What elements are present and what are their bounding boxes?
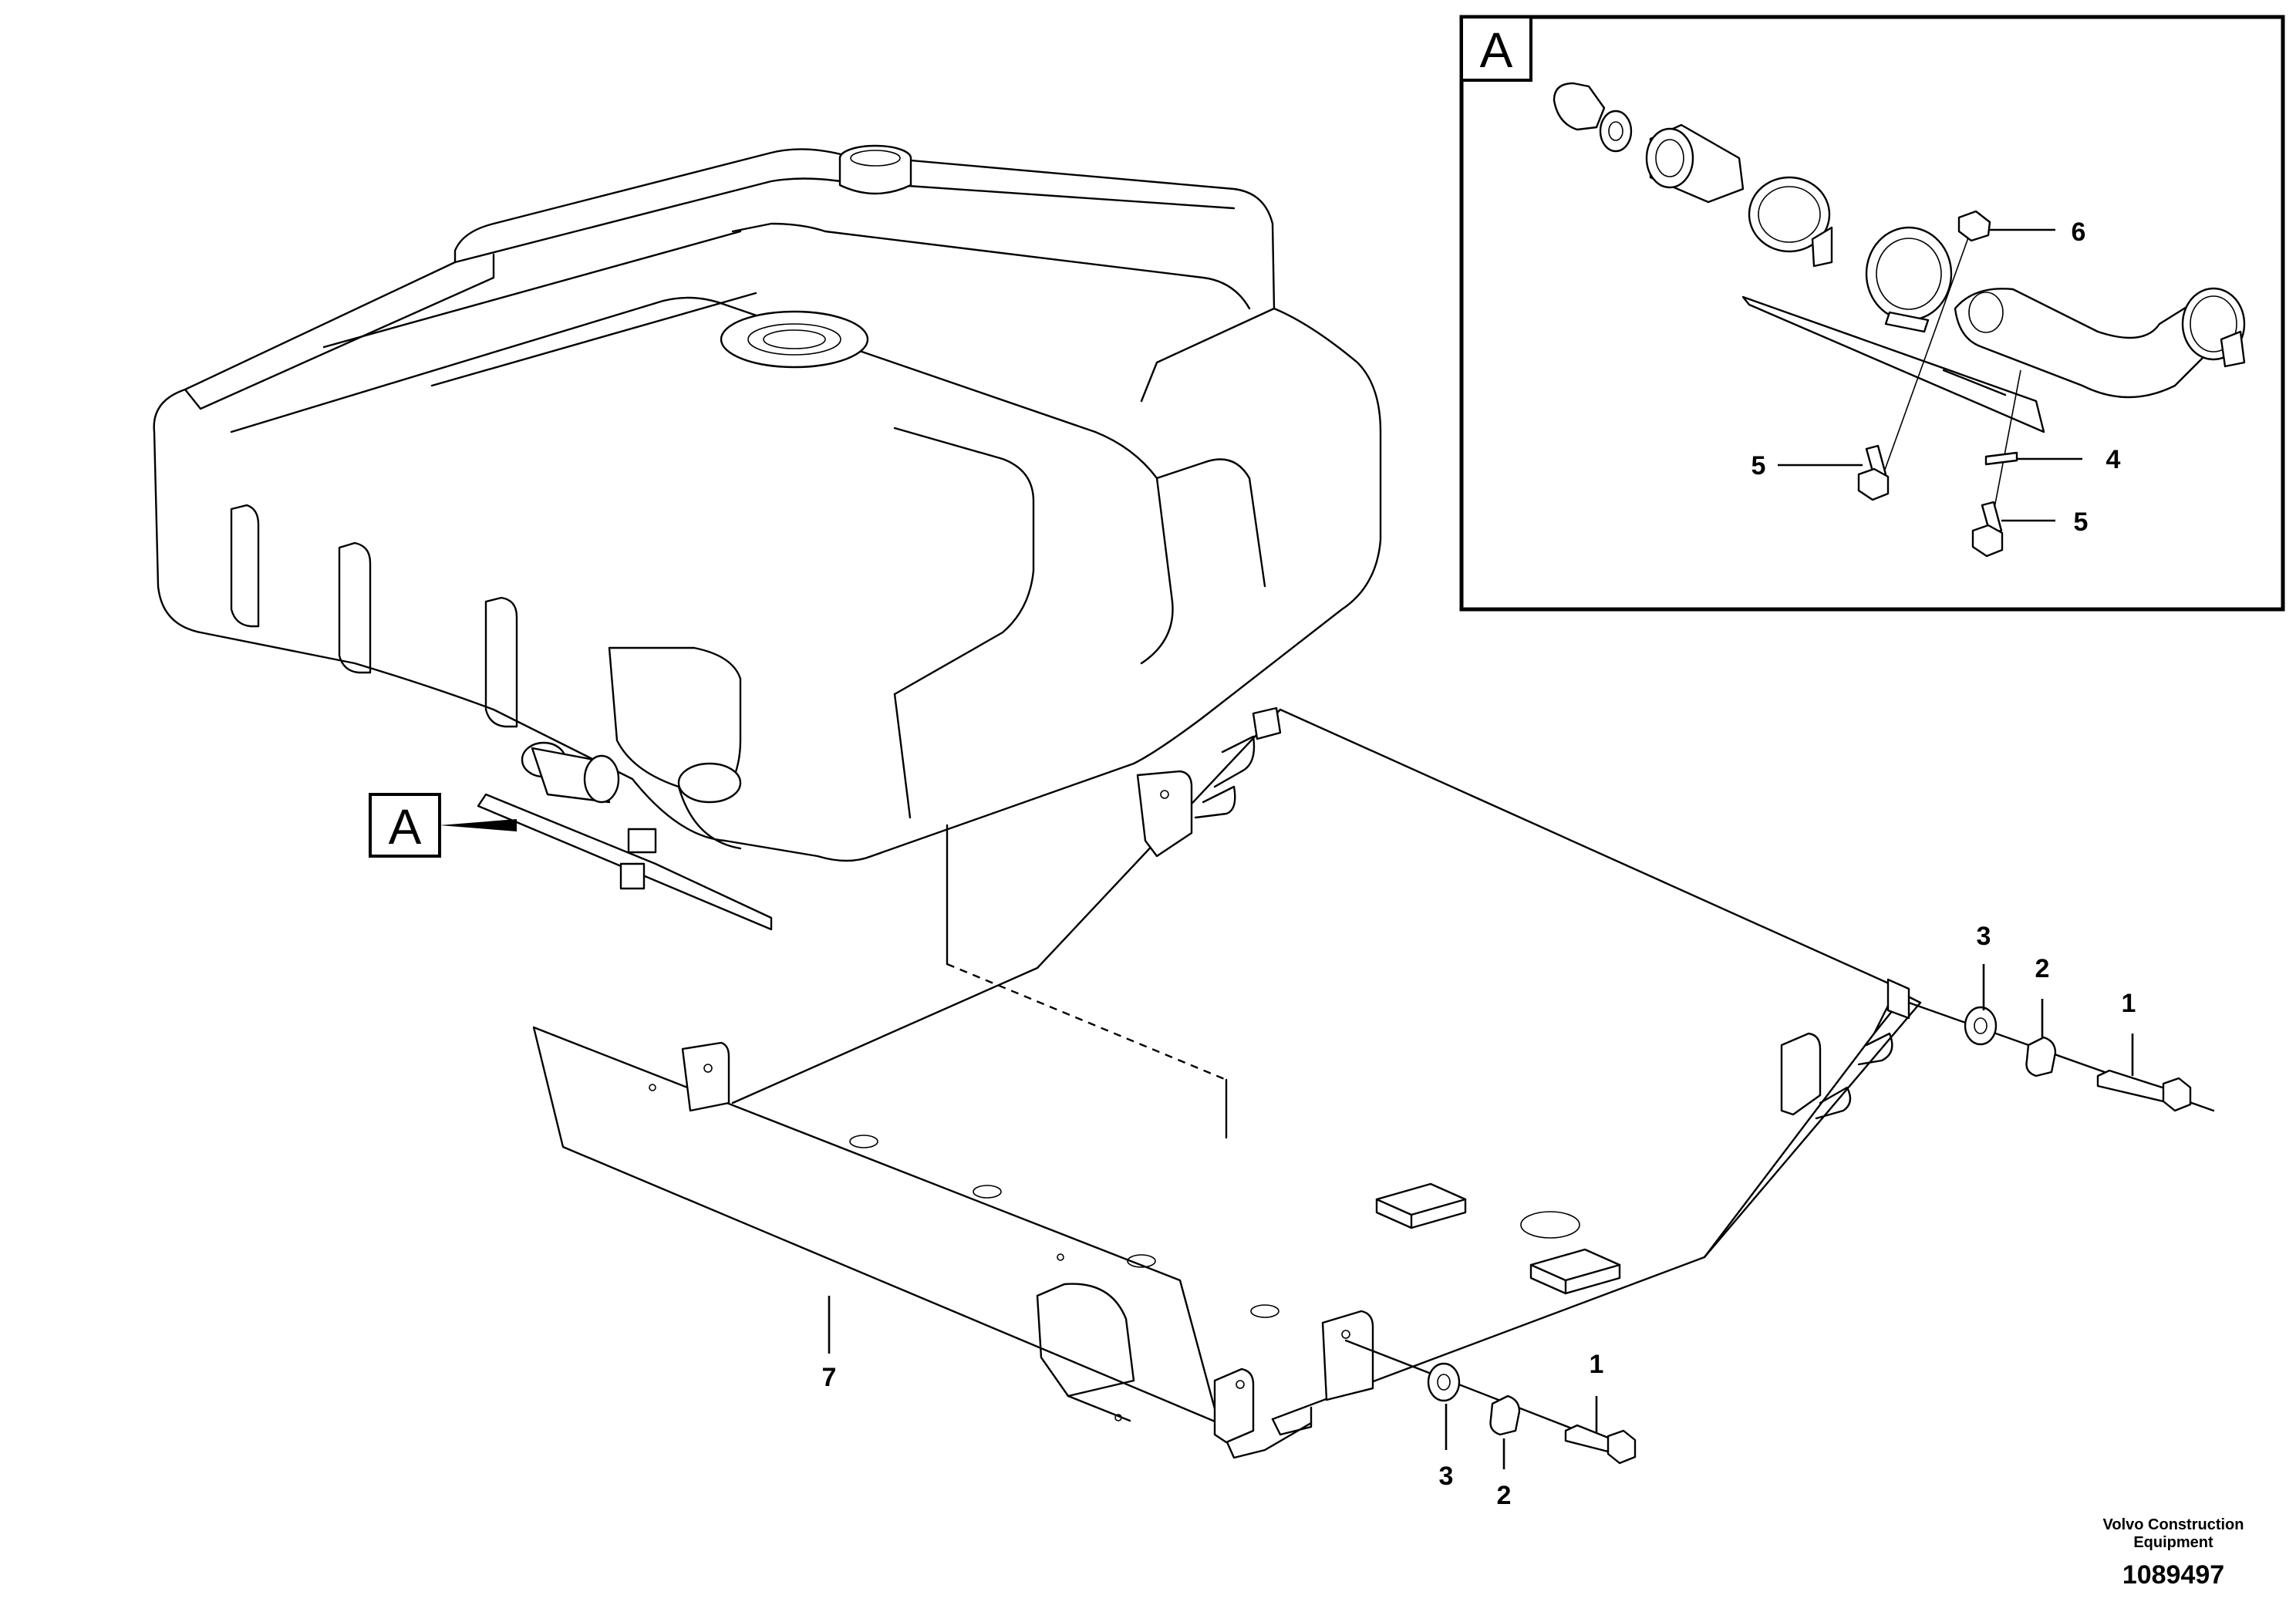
detail-view-letter: A bbox=[1480, 22, 1513, 78]
callout-bolt-right: 1 bbox=[2122, 989, 2136, 1018]
brand-line-1: Volvo Construction bbox=[2103, 1516, 2244, 1533]
brand-line-2: Equipment bbox=[2133, 1534, 2213, 1551]
callout-detail-screw-bottom: 5 bbox=[2074, 508, 2089, 537]
fuel-tank bbox=[153, 144, 1382, 862]
callout-washer-right: 3 bbox=[1977, 922, 1991, 951]
detail-view-A: A bbox=[1459, 15, 2285, 612]
guard-plate bbox=[532, 706, 1922, 1459]
callout-bolt-bottom: 1 bbox=[1590, 1350, 1604, 1379]
callout-spacer-right: 2 bbox=[2035, 954, 2050, 983]
callout-guard-plate: 7 bbox=[822, 1363, 837, 1392]
hardware-bottom bbox=[1344, 1339, 1637, 1469]
callout-washer-bottom: 3 bbox=[1439, 1462, 1454, 1491]
callout-detail-strap: 4 bbox=[2106, 445, 2121, 474]
callout-spacer-bottom: 2 bbox=[1497, 1481, 1512, 1510]
detail-marker-A: A bbox=[369, 793, 517, 858]
callout-detail-nut: 6 bbox=[2072, 218, 2086, 247]
callout-detail-screw-left: 5 bbox=[1752, 451, 1766, 481]
drain-fitting bbox=[477, 741, 773, 931]
figure-number: 1089497 bbox=[2122, 1560, 2224, 1590]
detail-marker-letter: A bbox=[389, 799, 422, 855]
hardware-right bbox=[1907, 964, 2215, 1112]
